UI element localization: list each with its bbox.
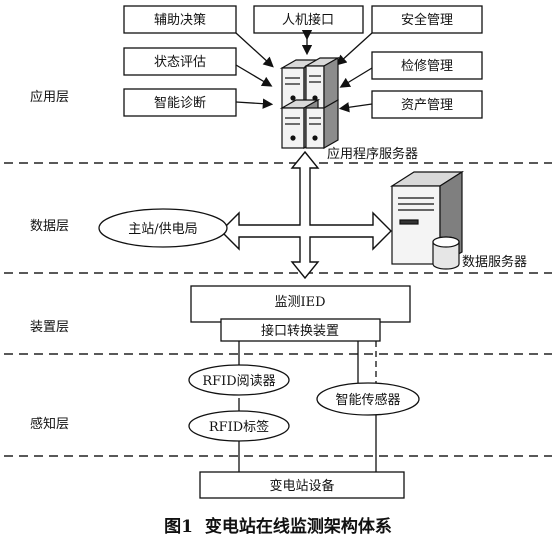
module-box-status-assessment: [123, 47, 237, 76]
layer-label-device: 装置层: [30, 320, 69, 335]
app-server-label: 应用程序服务器: [327, 146, 418, 162]
data-server-icon: [389, 170, 465, 270]
module-hmi: 人机接口: [282, 12, 334, 28]
master-station-ellipse: [98, 208, 228, 248]
module-box-security: [371, 5, 483, 34]
arrow-asset-to-server: [338, 102, 373, 113]
substation-equipment-box: [199, 471, 405, 499]
layer-separators: [4, 162, 552, 457]
module-box-asset: [371, 90, 483, 119]
module-status-assessment: 状态评估: [154, 55, 206, 70]
rfid-reader-ellipse: [188, 364, 290, 396]
smart-sensor-label: 智能传感器: [335, 392, 400, 408]
module-maintenance: 检修管理: [401, 59, 453, 74]
layer-label-perception: 感知层: [30, 416, 69, 432]
smart-sensor-ellipse: [316, 382, 420, 416]
module-security: 安全管理: [401, 12, 453, 28]
module-box-maintenance: [371, 51, 483, 80]
data-bus-cross-arrow: [220, 150, 392, 280]
arrow-maintenance-to-server: [339, 67, 373, 88]
module-decision-support: 辅助决策: [154, 12, 206, 28]
arrow-decision-to-server: [235, 32, 274, 68]
figure-caption: 图1 变电站在线监测架构体系: [164, 516, 392, 537]
arrow-diagnosis-to-server: [235, 98, 274, 109]
monitoring-ied-box: [190, 285, 411, 323]
module-box-diagnosis: [123, 88, 237, 117]
rfid-tag-ellipse: [188, 410, 290, 442]
app-server-icon: [279, 56, 341, 150]
layer-label-data: 数据层: [30, 219, 69, 234]
interface-converter-label: 接口转换装置: [261, 323, 339, 339]
arrow-status-to-server: [235, 64, 273, 87]
monitoring-ied-label: 监测IED: [274, 295, 325, 310]
master-station-label: 主站/供电局: [128, 222, 197, 237]
layer-label-application: 应用层: [30, 89, 69, 105]
data-server-label: 数据服务器: [462, 254, 527, 270]
interface-converter-box: [220, 318, 381, 342]
arrow-security-to-server: [336, 32, 373, 66]
substation-equipment-label: 变电站设备: [269, 478, 334, 494]
module-asset: 资产管理: [401, 98, 453, 113]
module-box-decision-support: [123, 5, 237, 34]
rfid-reader-label: RFID阅读器: [202, 374, 275, 389]
rfid-tag-label: RFID标签: [209, 419, 269, 435]
module-diagnosis: 智能诊断: [154, 96, 206, 111]
